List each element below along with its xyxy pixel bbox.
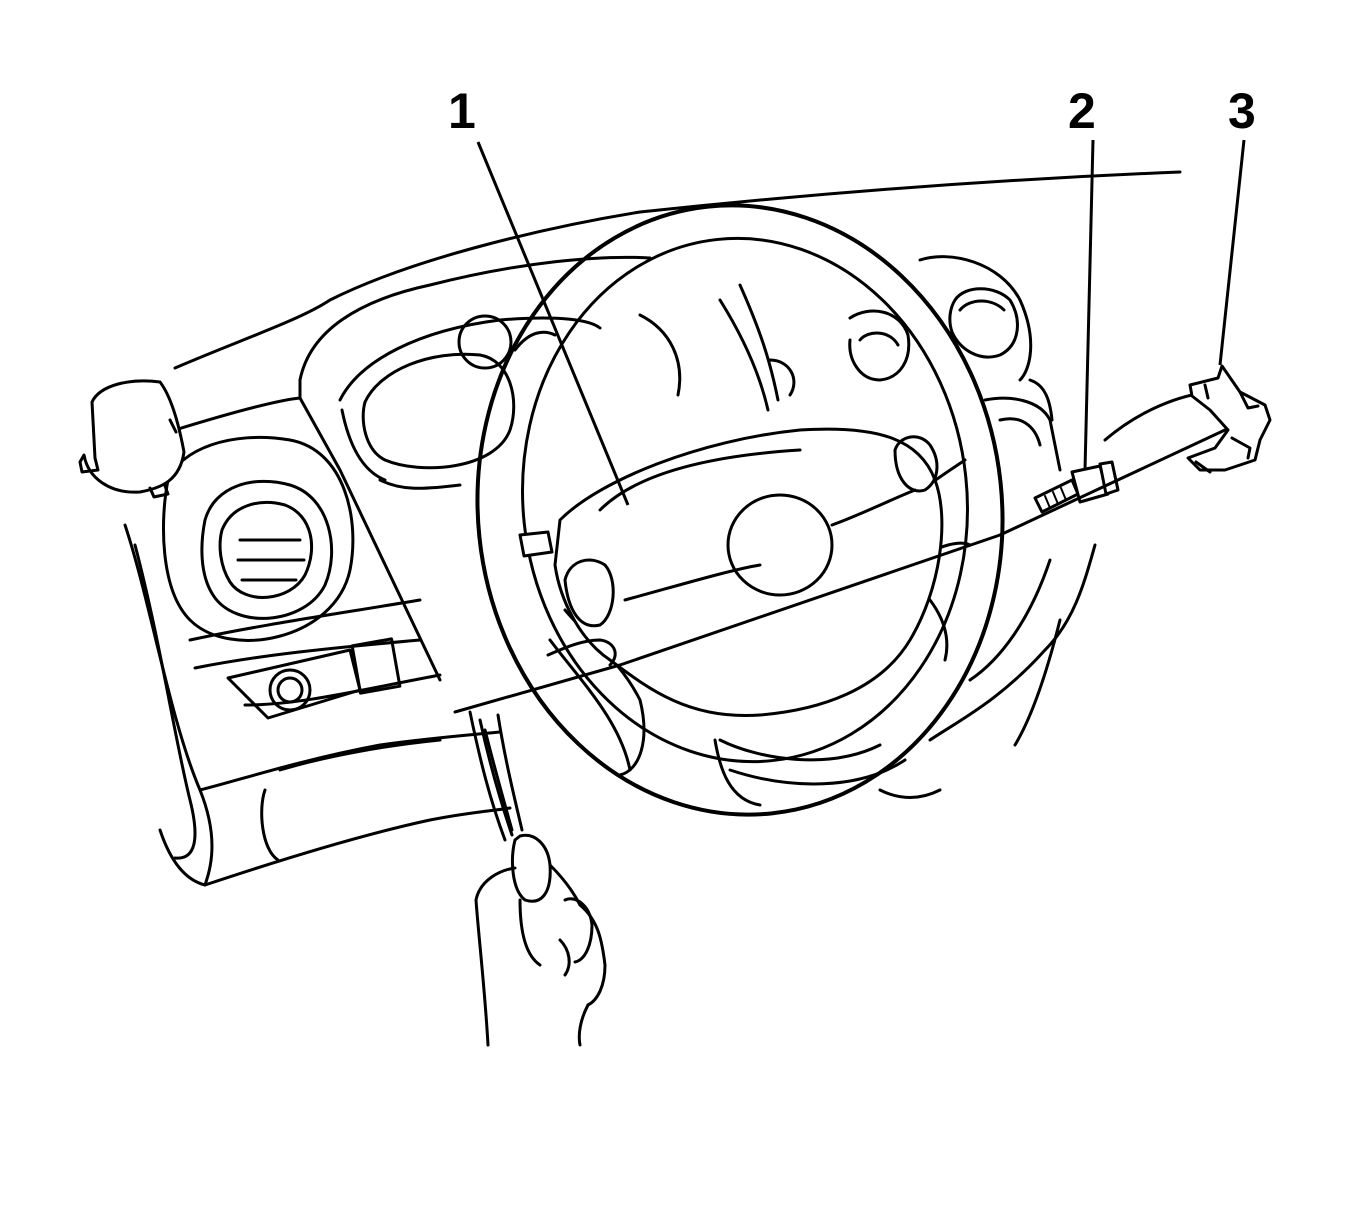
airbag-clip	[1186, 364, 1272, 474]
right-air-vent	[848, 255, 1062, 472]
steering-wheel	[475, 203, 1005, 817]
callout-3-label: 3	[1228, 83, 1256, 139]
left-air-vent	[162, 435, 355, 642]
dash-end-cap	[78, 379, 186, 499]
dashboard	[123, 170, 1182, 887]
callout-1-label: 1	[448, 83, 476, 139]
screwdriver-tool	[468, 710, 524, 842]
retaining-bolt	[1033, 460, 1120, 514]
callout-2-label: 2	[1068, 83, 1096, 139]
callout-2-leader	[1083, 139, 1095, 471]
callout-3-leader	[1218, 139, 1246, 366]
removal-axis-line	[453, 428, 1227, 714]
callout-1-leader	[476, 141, 630, 506]
instrument-cluster	[338, 283, 796, 490]
technician-hand	[474, 833, 607, 1047]
